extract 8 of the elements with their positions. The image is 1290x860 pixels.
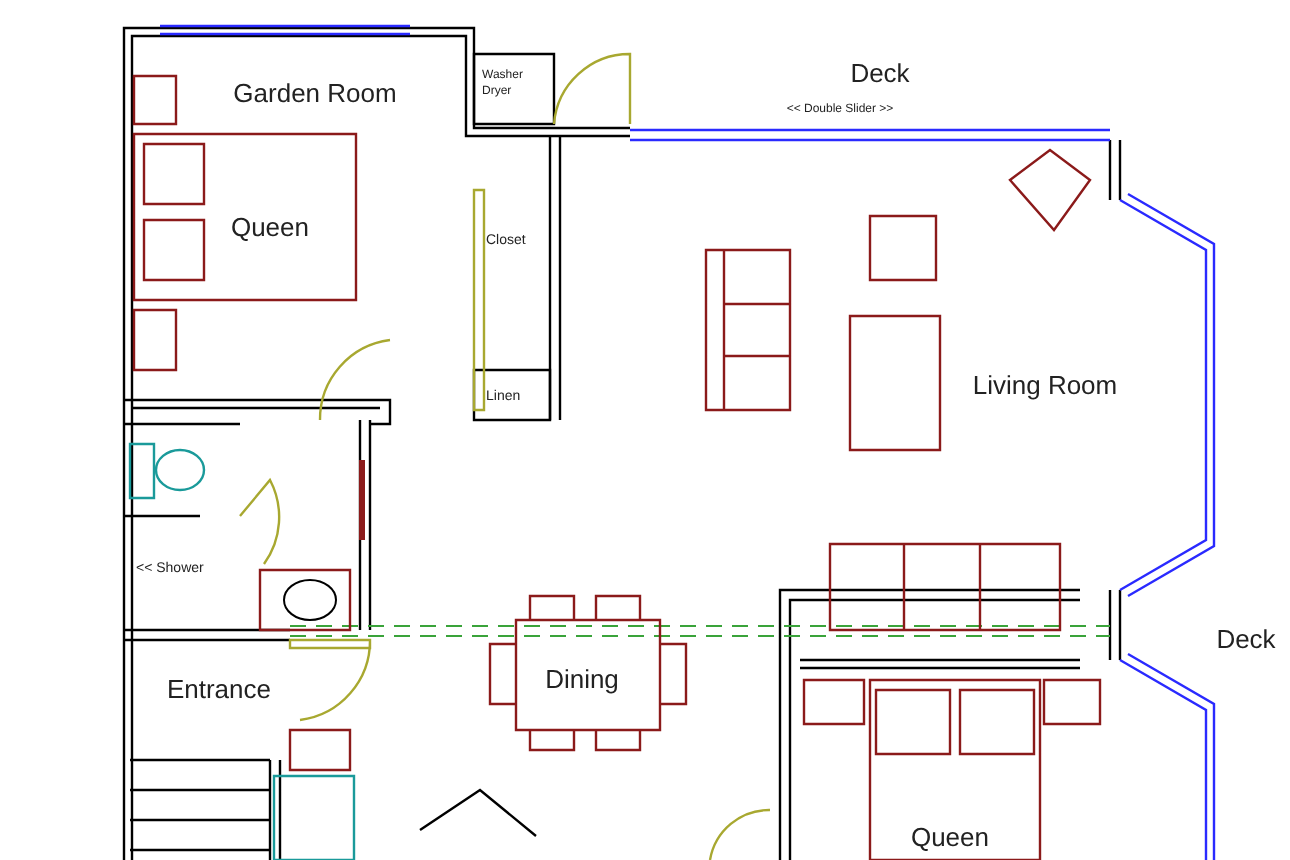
room-label: Entrance bbox=[164, 672, 274, 708]
bed-label: Queen bbox=[228, 210, 312, 246]
room-label: Dining bbox=[543, 662, 621, 698]
bed-label: Queen bbox=[908, 820, 992, 856]
area-label: Deck bbox=[848, 56, 912, 92]
room-label: Living Room bbox=[970, 368, 1120, 404]
room-label: Garden Room bbox=[231, 76, 399, 112]
area-label: Deck bbox=[1214, 622, 1278, 658]
